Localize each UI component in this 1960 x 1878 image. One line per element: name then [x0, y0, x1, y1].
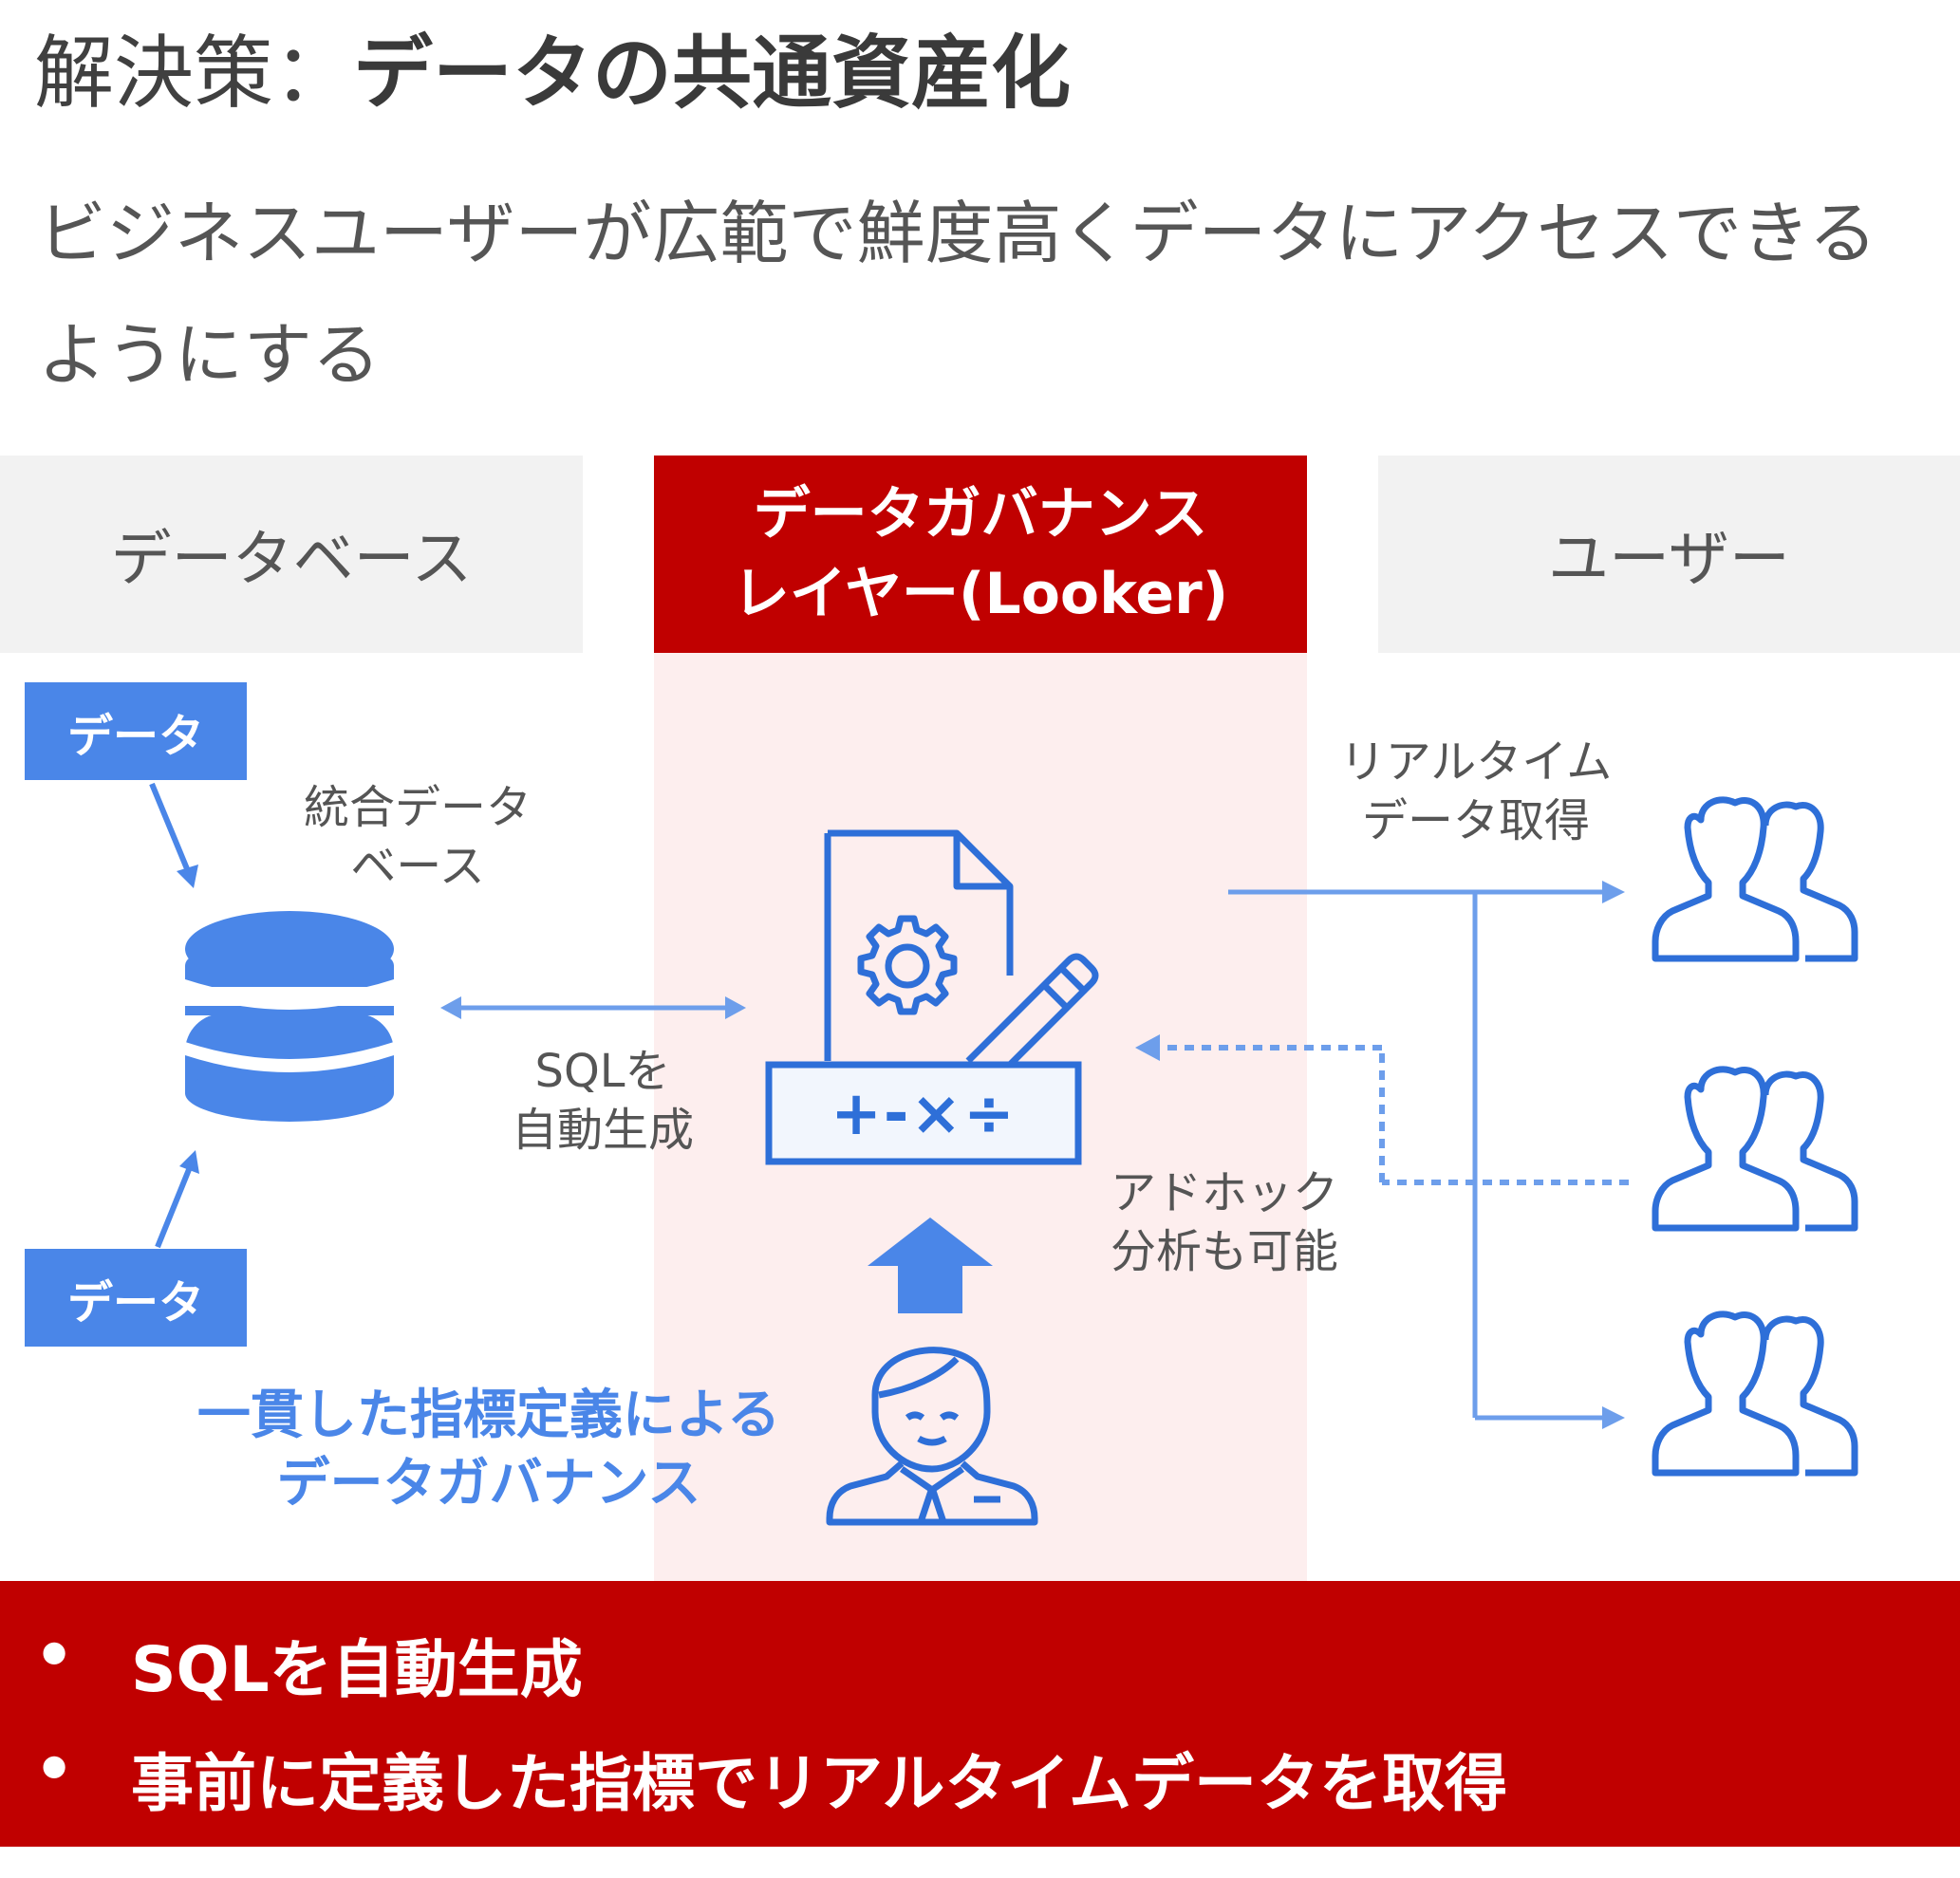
realtime-arrowhead-bottom	[1602, 1406, 1625, 1429]
column-header-governance: データガバナンス レイヤー(Looker)	[654, 456, 1307, 653]
column-header-users: ユーザー	[1378, 456, 1960, 653]
adhoc-line2: 分析も可能	[1110, 1225, 1338, 1278]
adhoc-label: アドホック 分析も可能	[1082, 1163, 1367, 1281]
governance-label-line1: 一貫した指標定義による	[196, 1385, 781, 1446]
pencil-icon	[965, 953, 1099, 1087]
data-to-db-arrow-top	[149, 782, 198, 888]
integrated-db-line1: 統合データ	[303, 781, 532, 834]
title-prefix: 解決策：	[34, 27, 354, 120]
user-group-icon	[1652, 796, 1858, 962]
calc-symbols: +-×÷	[831, 1079, 1017, 1149]
bullet-text: SQLを自動生成	[131, 1633, 583, 1706]
governance-header-line2: レイヤー(Looker)	[732, 561, 1229, 627]
user-group-icon	[1652, 1066, 1858, 1232]
integrated-db-line2: ベース	[350, 840, 485, 893]
page-title: 解決策：データの共通資産化	[34, 21, 1071, 125]
sql-line1: SQLを	[534, 1045, 671, 1098]
bullet-text: 事前に定義した指標でリアルタイムデータを取得	[131, 1747, 1508, 1820]
column-header-database: データベース	[0, 456, 583, 653]
realtime-arrows	[1228, 889, 1606, 1421]
document-gear-icon	[824, 829, 1014, 1061]
realtime-arrowhead-top	[1602, 881, 1625, 903]
user-group-icon	[1652, 1311, 1858, 1477]
realtime-line1: リアルタイム	[1339, 735, 1613, 789]
adhoc-arrowhead	[1135, 1034, 1160, 1061]
bullet-dot: •	[34, 1619, 75, 1692]
integrated-db-label: 統合データ ベース	[275, 778, 560, 896]
bullet-dot: •	[34, 1733, 75, 1806]
governance-label: 一貫した指標定義による データガバナンス	[142, 1382, 835, 1518]
title-emphasis: データの共通資産化	[353, 27, 1072, 120]
calculator-icon	[765, 1061, 1082, 1165]
sql-bidirectional-arrow	[440, 996, 746, 1019]
governance-label-line2: データガバナンス	[276, 1453, 701, 1515]
database-icon	[185, 911, 394, 1122]
data-box-top: データ	[25, 682, 247, 780]
analyst-person-icon	[826, 1347, 1038, 1526]
realtime-line2: データ取得	[1361, 794, 1590, 847]
adhoc-dotted-arrow	[1156, 1045, 1629, 1185]
sql-label: SQLを 自動生成	[475, 1042, 731, 1160]
data-to-db-arrow-bottom	[155, 1150, 199, 1249]
subtitle: ビジネスユーザーが広範で鮮度高くデータにアクセスできるようにする	[38, 194, 1877, 395]
governance-header-line1: データガバナンス	[753, 481, 1208, 548]
sql-line2: 自動生成	[511, 1104, 694, 1157]
realtime-label: リアルタイム データ取得	[1310, 733, 1642, 850]
data-box-bottom: データ	[25, 1249, 247, 1347]
adhoc-line1: アドホック	[1110, 1166, 1338, 1219]
up-arrow-icon	[868, 1218, 993, 1313]
summary-banner: • SQLを自動生成 • 事前に定義した指標でリアルタイムデータを取得	[0, 1581, 1960, 1847]
